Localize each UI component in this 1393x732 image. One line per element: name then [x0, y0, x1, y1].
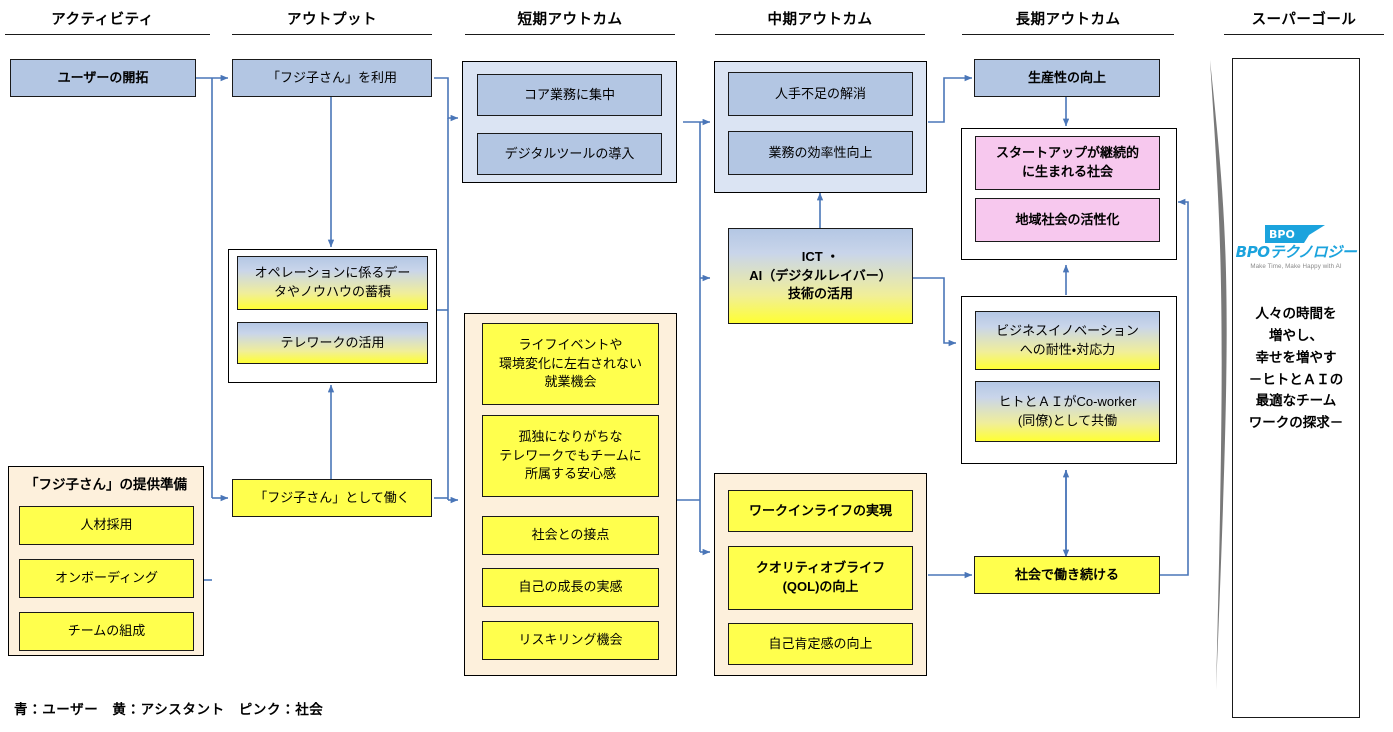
statement-line: 増やし、: [1269, 327, 1323, 343]
node-onboarding[interactable]: オンボーディング: [19, 559, 194, 598]
node-prep-title: 「フジ子さん」の提供準備: [25, 477, 187, 493]
statement-line: 人々の時間を: [1255, 306, 1337, 321]
column-rule-short: [465, 34, 675, 35]
node-line: テレワークでもチームに: [499, 447, 642, 463]
node-line: 所属する安心感: [524, 466, 616, 482]
column-rule-long: [962, 34, 1174, 35]
node-line: タやノウハウの蓄積: [273, 284, 391, 299]
bpo-logo: BPO BPOテクノロジー Make Time, Make Happy with…: [1232, 224, 1360, 270]
node-line: に生まれる社会: [1021, 164, 1113, 179]
node-seisansei[interactable]: 生産性の向上: [974, 59, 1160, 97]
node-line: 就業機会: [544, 374, 597, 390]
node-user-kaitaku[interactable]: ユーザーの開拓: [10, 59, 196, 97]
node-line: 孤独になりがちな: [518, 428, 623, 444]
node-line: (QOL)の向上: [782, 579, 859, 594]
supergoal-arrow-shape: [1210, 60, 1227, 690]
node-line: ライフイベントや: [518, 336, 623, 352]
node-coworker[interactable]: ヒトとＡＩがCo-worker (同僚)として共働: [975, 381, 1160, 442]
node-life-event[interactable]: ライフイベントや 環境変化に左右されない 就業機会: [482, 323, 659, 405]
column-header-supergoal: スーパーゴール: [1251, 12, 1357, 28]
node-reskilling[interactable]: リスキリング機会: [482, 621, 659, 660]
column-rule-output: [232, 34, 432, 35]
svg-text:BPO: BPO: [1269, 228, 1295, 241]
node-chiiki[interactable]: 地域社会の活性化: [975, 198, 1160, 242]
node-startup[interactable]: スタートアップが継続的 に生まれる社会: [975, 136, 1160, 190]
node-line: クオリティオブライフ: [755, 560, 886, 576]
node-ict-ai[interactable]: ICT ・ AI（デジタルレイバー） 技術の活用: [728, 228, 913, 324]
legend-colors: 青：ユーザー 黄：アシスタント ピンク：社会: [14, 702, 324, 717]
bpo-logo-mark: BPO: [1264, 224, 1328, 244]
column-header-mid: 中期アウトカム: [767, 12, 873, 28]
node-shakai-hataraku[interactable]: 社会で働き続ける: [974, 556, 1160, 594]
node-qol[interactable]: クオリティオブライフ (QOL)の向上: [728, 546, 913, 610]
column-rule-mid: [715, 34, 925, 35]
node-digital-tool[interactable]: デジタルツールの導入: [477, 133, 662, 175]
statement-line: －ヒトとＡＩの: [1248, 371, 1344, 387]
node-line: オペレーションに係るデー: [254, 265, 411, 281]
node-work-in-life[interactable]: ワークインライフの実現: [728, 490, 913, 532]
bpo-logo-name: BPOテクノロジー: [1235, 243, 1357, 261]
node-operation-data[interactable]: オペレーションに係るデー タやノウハウの蓄積: [237, 256, 428, 310]
statement-line: ワークの探求－: [1248, 415, 1344, 431]
column-rule-supergoal: [1224, 34, 1384, 35]
node-line: スタートアップが継続的: [995, 145, 1139, 161]
node-line: ビジネスイノベーション: [996, 322, 1139, 338]
node-jinzai-saiyou[interactable]: 人材採用: [19, 506, 194, 545]
column-header-long: 長期アウトカム: [1015, 12, 1121, 28]
node-line: 技術の活用: [787, 286, 853, 302]
statement-line: 最適なチーム: [1255, 393, 1337, 409]
node-line: 環境変化に左右されない: [498, 355, 642, 371]
node-kodoku[interactable]: 孤独になりがちな テレワークでもチームに 所属する安心感: [482, 415, 659, 497]
node-telework-katsuyou[interactable]: テレワークの活用: [237, 322, 428, 364]
supergoal-statement: 人々の時間を 増やし、 幸せを増やす －ヒトとＡＩの 最適なチーム ワークの探求…: [1234, 303, 1358, 434]
node-line: ICT ・: [801, 248, 840, 264]
node-gyoumu-kouritsu[interactable]: 業務の効率性向上: [728, 131, 913, 175]
column-header-short: 短期アウトカム: [517, 12, 623, 28]
bpo-logo-tagline: Make Time, Make Happy with AI: [1250, 263, 1342, 270]
node-line: AI（デジタルレイバー）: [749, 267, 892, 283]
supergoal-frame: [1232, 58, 1360, 718]
node-jiko-koutei[interactable]: 自己肯定感の向上: [728, 623, 913, 665]
node-line: (同僚)として共働: [1017, 412, 1118, 428]
node-fujiko-hataraku[interactable]: 「フジ子さん」として働く: [232, 479, 432, 517]
node-shakai-setten[interactable]: 社会との接点: [482, 516, 659, 555]
statement-line: 幸せを増やす: [1255, 349, 1337, 365]
node-jiko-seicho[interactable]: 自己の成長の実感: [482, 568, 659, 607]
node-fujiko-riyou[interactable]: 「フジ子さん」を利用: [232, 59, 432, 97]
node-business-innovation[interactable]: ビジネスイノベーション への耐性・対応力: [975, 311, 1160, 370]
node-line: への耐性・対応力: [1019, 341, 1116, 357]
column-rule-activity: [5, 34, 210, 35]
node-core-gyoumu[interactable]: コア業務に集中: [477, 74, 662, 116]
node-team-sosei[interactable]: チームの組成: [19, 612, 194, 651]
column-header-activity: アクティビティ: [51, 12, 154, 28]
node-line: ヒトとＡＩがCo-worker: [998, 393, 1137, 409]
column-header-output: アウトプット: [287, 12, 377, 28]
node-hitodebusoku[interactable]: 人手不足の解消: [728, 72, 913, 116]
